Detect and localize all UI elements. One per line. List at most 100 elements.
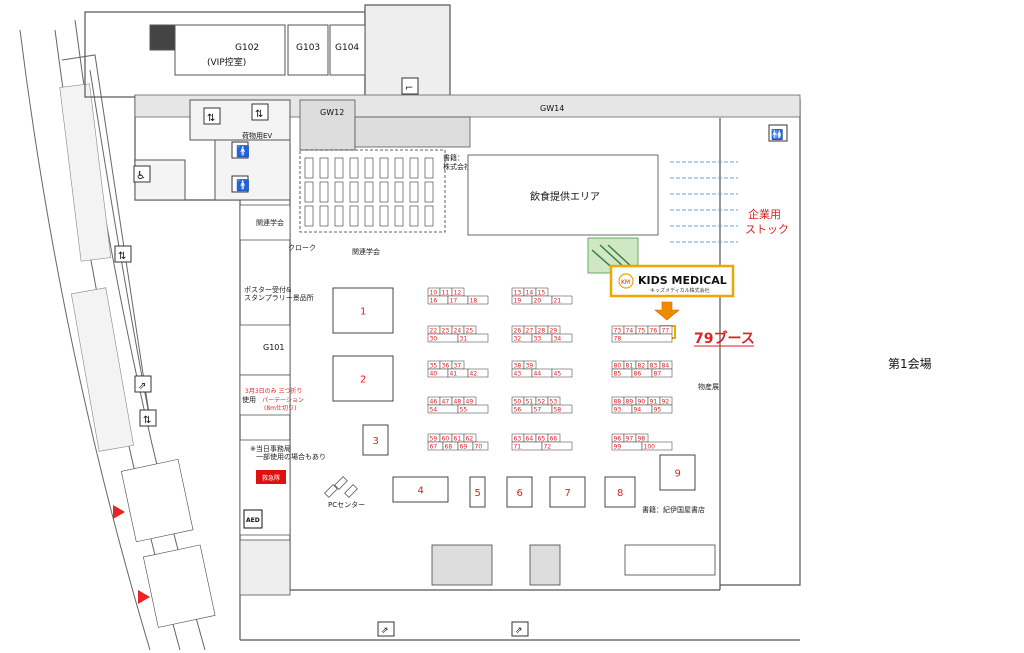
- hall-name: 第1会場: [888, 357, 932, 371]
- large-booth: [506, 476, 533, 508]
- seat-block: [379, 157, 389, 179]
- seat-block: [424, 181, 434, 203]
- toilet-icon-1: 🚹: [236, 145, 250, 158]
- seat-block: [349, 157, 359, 179]
- admin-label-2: 一部使用の場合もあり: [256, 452, 326, 461]
- booth-79-label: 79ブース: [694, 330, 755, 347]
- booth-number: 90: [638, 399, 646, 406]
- escalator-icon-bottom-2: ⇗: [515, 626, 523, 636]
- partition-label-1: 3月3日のみ 三つ折り: [245, 387, 303, 395]
- food-area: [467, 154, 659, 236]
- seating-area-outline: [299, 149, 446, 233]
- related-label-1: 関連学会: [256, 218, 284, 227]
- seat-block: [409, 205, 419, 227]
- booth-number: 98: [638, 436, 646, 443]
- seat-block: [424, 157, 434, 179]
- seat-block: [349, 181, 359, 203]
- booth-number: 45: [554, 371, 562, 378]
- booth-number: 91: [650, 399, 658, 406]
- booth-cell: [551, 404, 573, 414]
- storage-label-1: 企業用: [748, 207, 781, 221]
- admin-label-1: ※当日事務局: [250, 444, 291, 453]
- booth-number: 47: [442, 399, 450, 406]
- seat-block: [334, 157, 344, 179]
- seat-block: [379, 181, 389, 203]
- booth-number: 58: [554, 407, 562, 414]
- booth-number: 56: [514, 407, 522, 414]
- booth-cell: [457, 333, 489, 343]
- booth-number: 27: [526, 328, 534, 335]
- booth-number: 31: [460, 336, 468, 343]
- booth-number: 59: [430, 436, 438, 443]
- seating-area: [304, 157, 434, 227]
- elevator-icon-2: ⇅: [255, 109, 263, 120]
- large-booth-label: 9: [675, 469, 681, 480]
- emergency-box: [256, 470, 286, 484]
- booth-number: 69: [460, 444, 468, 451]
- pc-center-label: PCセンター: [328, 500, 365, 509]
- pc-center-tables: [324, 476, 358, 498]
- booth-number: 10: [430, 290, 438, 297]
- seat-block: [334, 205, 344, 227]
- booth-cell: [551, 295, 573, 305]
- booth-number: 65: [538, 436, 546, 443]
- seat-block: [349, 205, 359, 227]
- large-booth-label: 7: [565, 488, 571, 499]
- seat-block: [319, 181, 329, 203]
- large-booth-label: 4: [418, 486, 424, 497]
- booth-number: 60: [442, 436, 450, 443]
- large-booth-label: 5: [475, 488, 481, 499]
- elevator-icon-1: ⇅: [207, 113, 215, 124]
- booth-number: 72: [544, 444, 552, 451]
- booth-number: 87: [654, 371, 662, 378]
- booth-cell: [641, 441, 673, 451]
- booth-number: 24: [454, 328, 462, 335]
- seat-block: [364, 205, 374, 227]
- booth-number: 92: [662, 399, 670, 406]
- large-booth-label: 2: [360, 375, 366, 386]
- seat-block: [319, 205, 329, 227]
- booth-number: 55: [460, 407, 468, 414]
- room-g102: G102: [235, 43, 259, 53]
- aed-box: [243, 509, 263, 529]
- seat-block: [304, 205, 314, 227]
- booth-number: 71: [514, 444, 522, 451]
- bottom-doors: [431, 544, 716, 586]
- booth-number: 13: [514, 290, 522, 297]
- booth-number: 93: [614, 407, 622, 414]
- booth-number: 68: [445, 444, 453, 451]
- large-booth: [332, 355, 394, 402]
- brand-logo-icon: KM: [621, 279, 630, 286]
- icon-boxes: [114, 77, 788, 637]
- booth-number: 48: [454, 399, 462, 406]
- booth-number: 23: [442, 328, 450, 335]
- booth-cell: [611, 333, 673, 343]
- seat-block: [304, 157, 314, 179]
- wheelchair-icon: ♿: [136, 169, 146, 182]
- storage-label-2: ストック: [745, 223, 789, 236]
- brand-name: KIDS MEDICAL: [638, 274, 727, 287]
- seat-block: [364, 157, 374, 179]
- poster-label-1: ポスター受付&: [244, 285, 292, 294]
- partition-label-2: パーテーション: [262, 397, 304, 404]
- related-label-2: 関連学会: [352, 247, 380, 256]
- room-g102-sub: (VIP控室): [207, 56, 246, 68]
- aed-label: AED: [246, 517, 260, 524]
- booth-number: 77: [662, 328, 670, 335]
- booth-number: 11: [442, 290, 450, 297]
- booth-cell: [651, 404, 673, 414]
- booth-number: 43: [514, 371, 522, 378]
- seat-block: [409, 157, 419, 179]
- room-g101: G101: [263, 343, 284, 352]
- seat-block: [394, 181, 404, 203]
- booth-number: 35: [430, 363, 438, 370]
- booth-number: 61: [454, 436, 462, 443]
- booth-number: 80: [614, 363, 622, 370]
- booth-number: 29: [550, 328, 558, 335]
- cargo-ev-label: 荷物用EV: [242, 131, 272, 140]
- toilet-icon-2: 🚹: [236, 179, 250, 192]
- booth-number: 12: [454, 290, 462, 297]
- booth-cell: [551, 333, 573, 343]
- booth-number: 94: [634, 407, 642, 414]
